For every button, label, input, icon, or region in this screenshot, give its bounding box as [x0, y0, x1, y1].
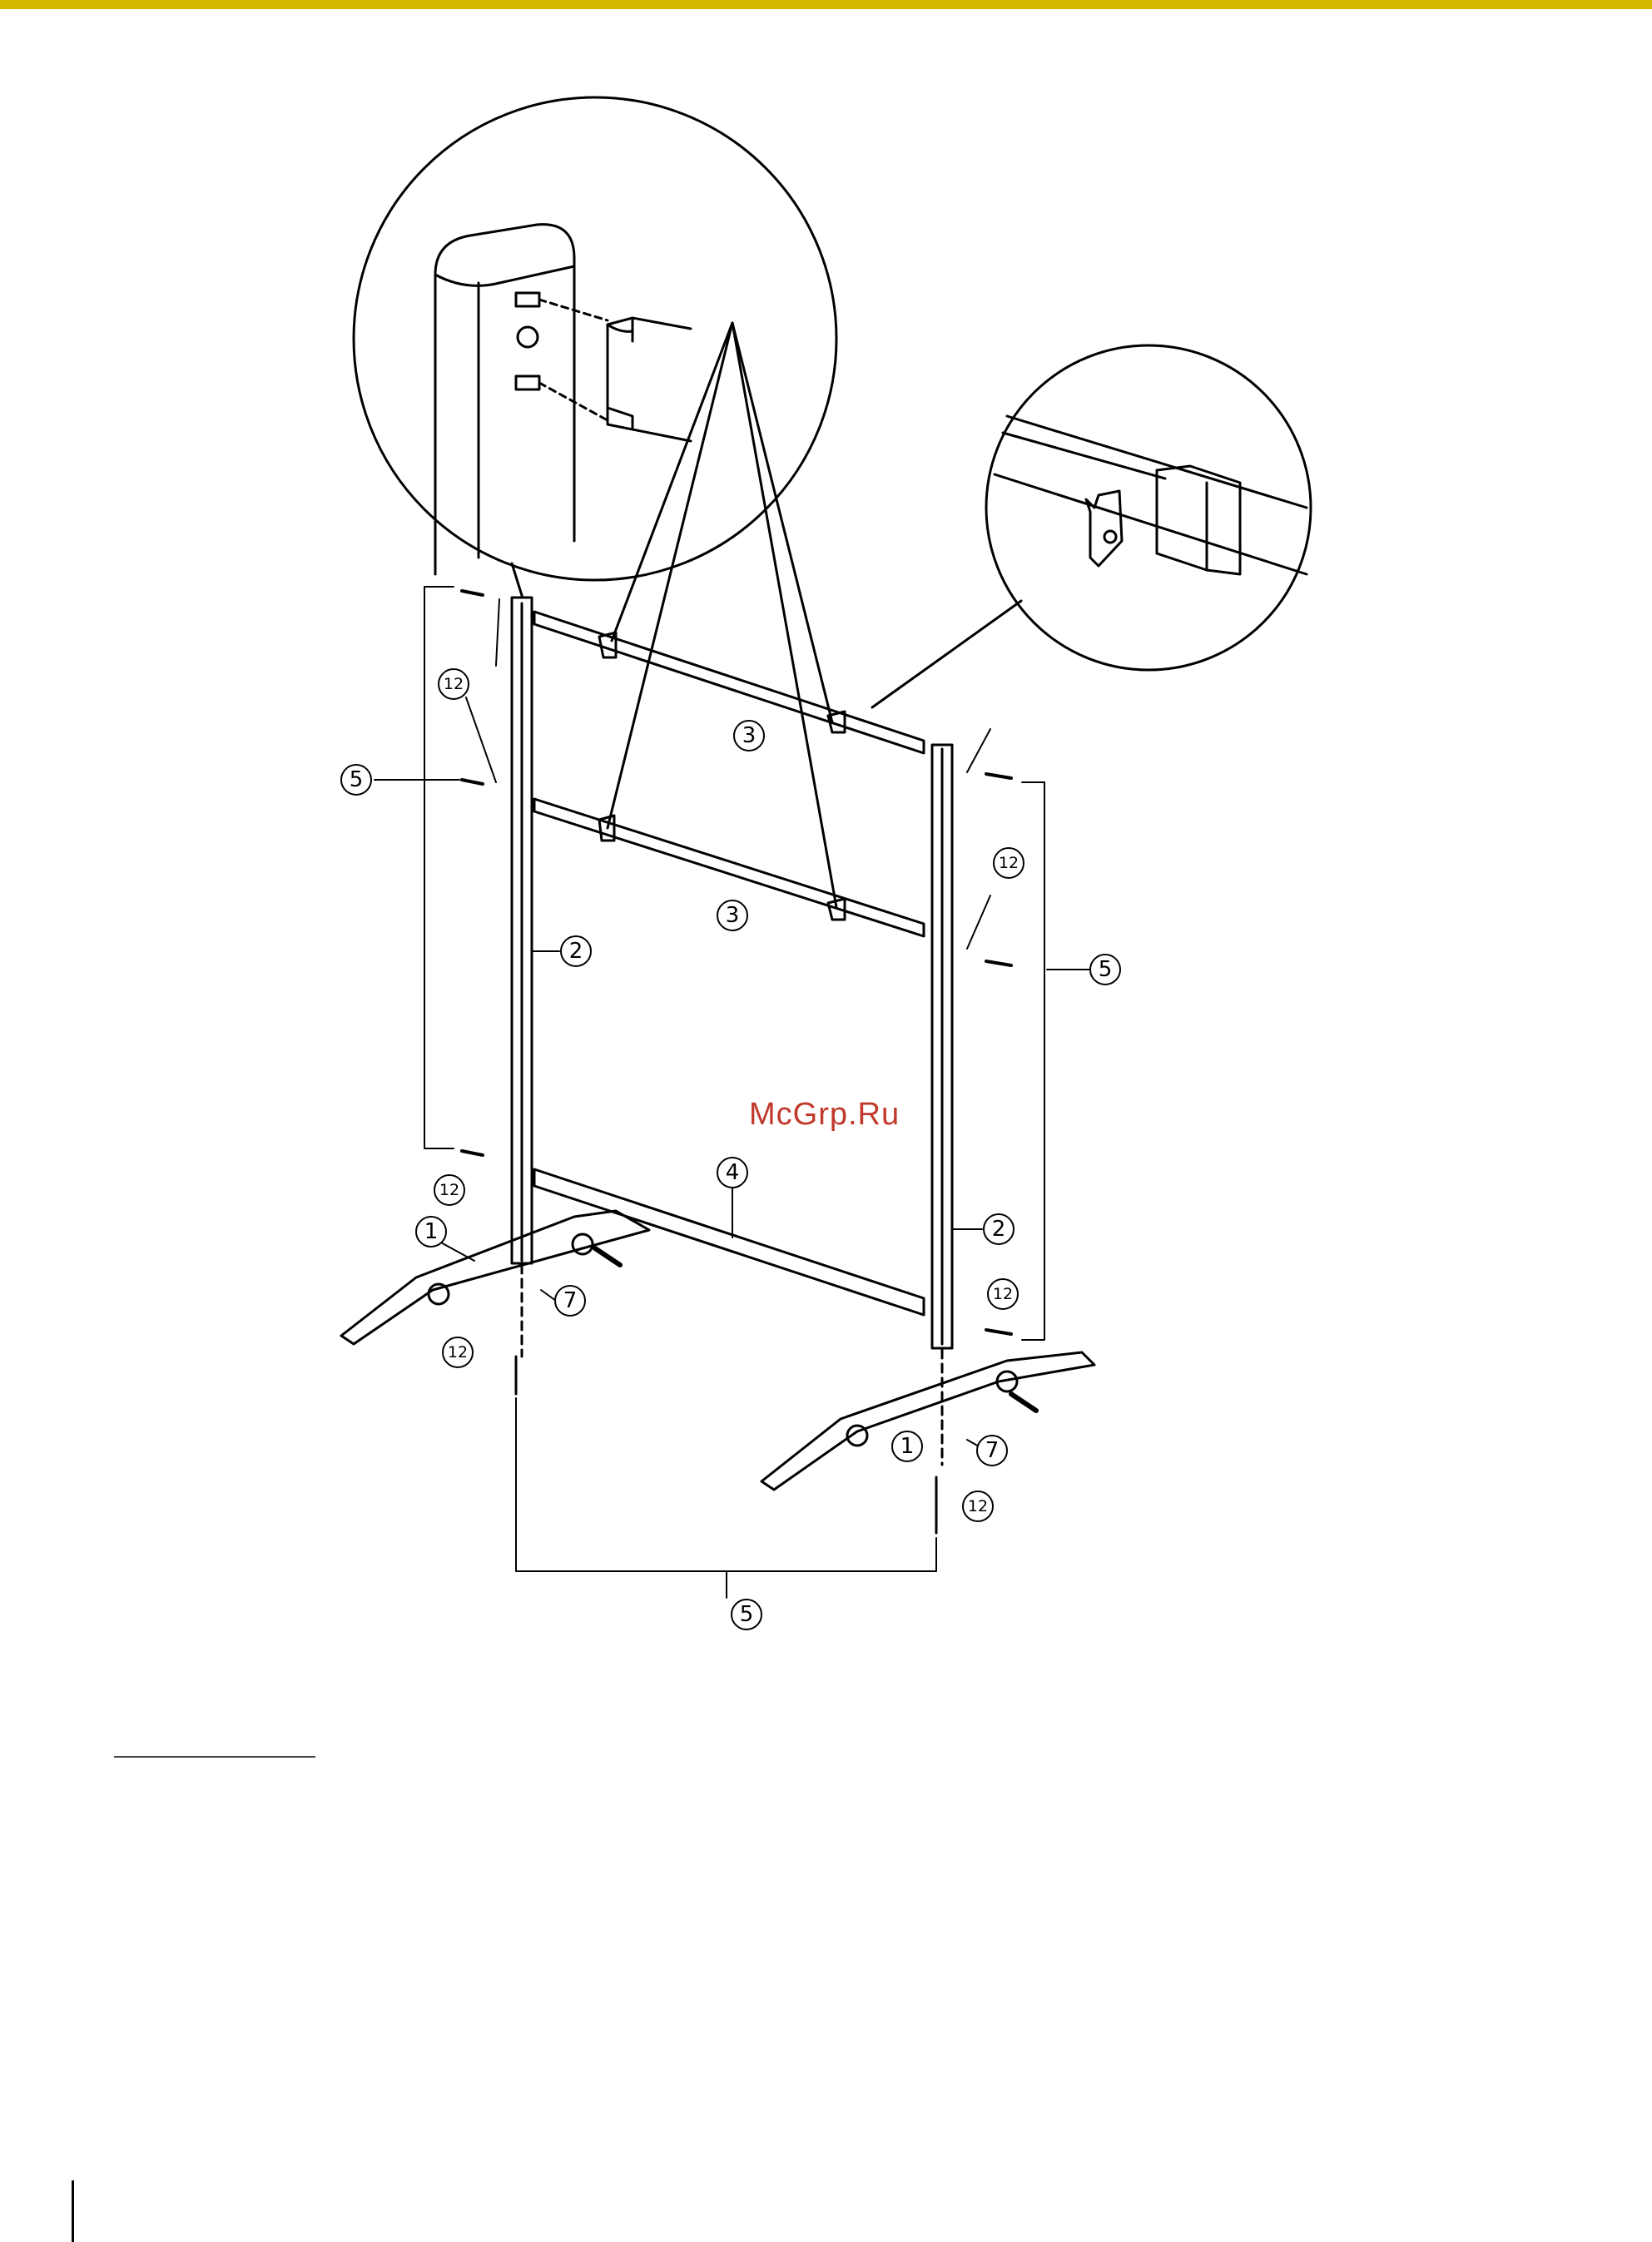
- callout-12-right-bottom-text: 12: [993, 1285, 1013, 1303]
- right-upright-post: [932, 745, 952, 1348]
- callout-2-left-text: 2: [569, 939, 583, 964]
- callout-labels: 3 3 5 5 5 2 2 4: [341, 669, 1120, 1629]
- callout-12-left-base-text: 12: [448, 1343, 468, 1362]
- left-upright-post: [512, 598, 532, 1263]
- page-margin-rule: [72, 2180, 74, 2242]
- callout-5-left: 5: [341, 765, 371, 795]
- detail-circle-left: [354, 97, 836, 603]
- callout-5-right: 5: [1090, 955, 1120, 985]
- callout-12-right-top: 12: [994, 848, 1024, 878]
- callout-2-right-text: 2: [992, 1217, 1006, 1242]
- callout-1-left-text: 1: [424, 1219, 439, 1244]
- callout-12-right-base: 12: [963, 1491, 993, 1521]
- callout-5-bottom-text: 5: [740, 1602, 754, 1627]
- callout-5-left-text: 5: [350, 767, 364, 792]
- callout-3-middle-text: 3: [726, 903, 740, 928]
- callout-4-text: 4: [726, 1160, 740, 1185]
- callout-7-left: 7: [555, 1286, 585, 1316]
- callout-1-right: 1: [892, 1431, 922, 1461]
- callout-2-left: 2: [561, 936, 591, 966]
- callout-5-right-text: 5: [1099, 957, 1113, 982]
- callout-12-right-base-text: 12: [968, 1497, 988, 1515]
- detail-circle-right: [872, 345, 1311, 707]
- callout-3-top: 3: [734, 721, 764, 751]
- watermark-text: McGrp.Ru: [749, 1097, 900, 1133]
- left-base-foot: [341, 1211, 649, 1344]
- footnote-divider: [114, 1756, 315, 1758]
- top-crossbar: [534, 612, 924, 753]
- callout-7-right-text: 7: [985, 1438, 1000, 1463]
- callout-1-left: 1: [416, 1217, 446, 1247]
- callout-12-left-top: 12: [439, 669, 469, 699]
- callout-12-left-top-text: 12: [444, 675, 464, 693]
- callout-12-left-bottom: 12: [434, 1175, 464, 1205]
- callout-7-right: 7: [977, 1436, 1007, 1466]
- callout-1-right-text: 1: [900, 1434, 915, 1459]
- callout-12-right-top-text: 12: [999, 854, 1019, 872]
- callout-7-left-text: 7: [563, 1288, 578, 1313]
- right-base-foot: [762, 1352, 1094, 1490]
- callout-4: 4: [717, 1158, 747, 1188]
- callout-2-right: 2: [984, 1214, 1014, 1244]
- callout-3-top-text: 3: [742, 723, 757, 748]
- callout-12-right-bottom: 12: [988, 1279, 1018, 1309]
- callout-12-left-base: 12: [443, 1337, 473, 1367]
- callout-5-bottom: 5: [732, 1600, 762, 1629]
- callout-12-left-bottom-text: 12: [439, 1181, 459, 1199]
- callout-3-middle: 3: [717, 900, 747, 930]
